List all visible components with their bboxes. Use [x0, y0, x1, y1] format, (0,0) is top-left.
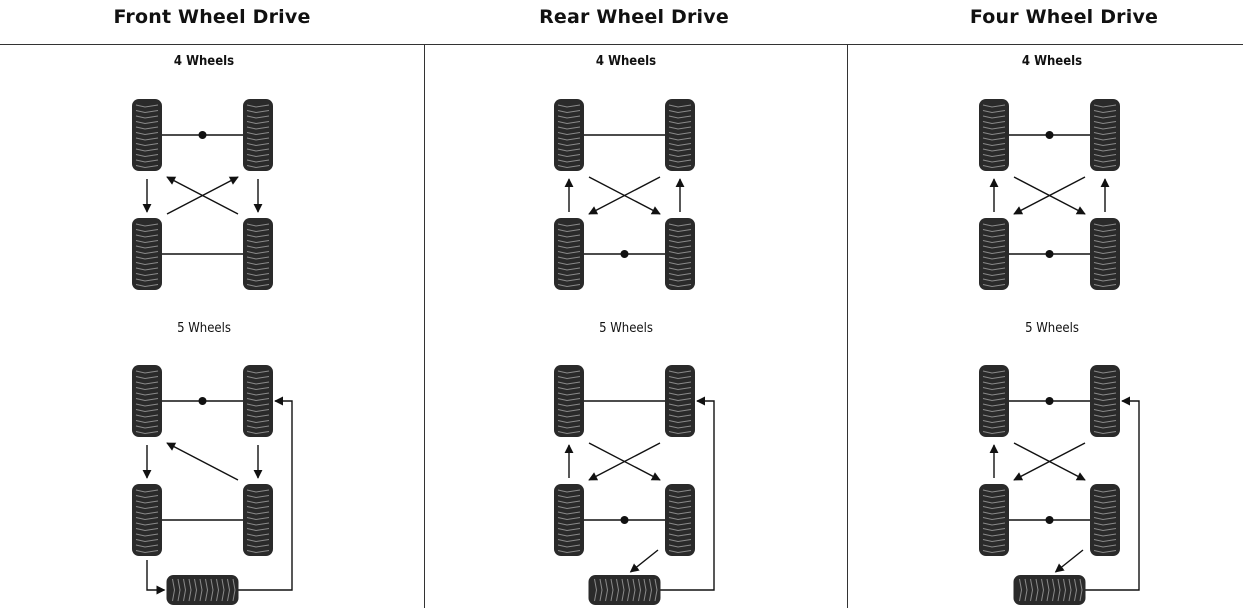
front-5w-to-spare-arrow — [146, 560, 166, 595]
fourwd-4w-front-left-tire — [979, 99, 1009, 171]
front-4w-cross-arrow-to-left — [166, 176, 239, 215]
column-title-four-wheel-drive: Four Wheel Drive — [969, 6, 1159, 28]
fourwd-5w-rear-axle-dot — [1045, 516, 1054, 524]
rear-five-wheels-label: 5 Wheels — [599, 321, 653, 336]
front-4w-rear-left-tire — [132, 218, 162, 290]
column-title-rear-wheel-drive: Rear Wheel Drive — [539, 6, 729, 28]
fourwd-4w-cross-arrow-to-left — [1013, 176, 1086, 215]
fourwd-4w-rear-axle-dot — [1045, 250, 1054, 258]
rear-four-wheels-label: 4 Wheels — [595, 54, 657, 69]
fourwd-5w-front-axle-dot — [1045, 397, 1054, 405]
front-5w-front-right-tire — [243, 365, 273, 437]
front-5w-rear-right-tire — [243, 484, 273, 556]
column-title-front-wheel-drive: Front Wheel Drive — [113, 6, 311, 28]
rear-4w-rear-right-tire — [665, 218, 695, 290]
front-4w-front-right-tire — [243, 99, 273, 171]
front-4w-rear-right-tire — [243, 218, 273, 290]
column-divider-1 — [424, 44, 425, 608]
rear-5w-rear-left-tire — [554, 484, 584, 556]
front-5w-diagonal-arrow — [166, 442, 239, 481]
four-wd-four-wheels-label: 4 Wheels — [1021, 54, 1083, 69]
rear-4w-front-right-tire — [665, 99, 695, 171]
rear-5w-drive-axle-dot — [620, 516, 629, 524]
fourwd-5w-front-right-tire — [1090, 365, 1120, 437]
rear-5w-to-spare-arrow — [629, 549, 659, 573]
rear-4w-front-left-tire — [554, 99, 584, 171]
rear-5w-cross-arrow-to-left — [588, 442, 661, 481]
rear-4w-rear-left-tire — [554, 218, 584, 290]
front-5w-drive-axle-dot — [198, 397, 207, 405]
rear-5w-front-left-tire — [554, 365, 584, 437]
four-wd-five-wheels-label: 5 Wheels — [1025, 321, 1079, 336]
front-five-wheels-label: 5 Wheels — [177, 321, 231, 336]
fourwd-5w-cross-arrow-to-left — [1013, 442, 1086, 481]
fourwd-4w-front-axle-dot — [1045, 131, 1054, 139]
rear-4w-cross-arrow-to-left — [588, 176, 661, 215]
fourwd-5w-rear-right-tire — [1090, 484, 1120, 556]
column-divider-2 — [847, 44, 848, 608]
front-5w-front-left-tire — [132, 365, 162, 437]
front-4w-front-left-tire — [132, 99, 162, 171]
header-rule — [0, 44, 1243, 45]
front-5w-spare-to-front-arrow — [238, 396, 293, 591]
front-5w-rear-left-tire — [132, 484, 162, 556]
rear-5w-spare-to-front-arrow — [660, 396, 715, 591]
fourwd-5w-spare-tire — [1013, 575, 1086, 605]
rear-5w-front-right-tire — [665, 365, 695, 437]
front-5w-spare-tire — [166, 575, 239, 605]
fourwd-4w-rear-left-tire — [979, 218, 1009, 290]
rear-4w-drive-axle-dot — [620, 250, 629, 258]
fourwd-4w-rear-right-tire — [1090, 218, 1120, 290]
fourwd-5w-to-spare-arrow — [1054, 549, 1084, 573]
rear-5w-spare-tire — [588, 575, 661, 605]
fourwd-4w-front-right-tire — [1090, 99, 1120, 171]
header-row: Front Wheel Drive Rear Wheel Drive Four … — [0, 0, 1243, 44]
rear-5w-rear-right-tire — [665, 484, 695, 556]
fourwd-5w-rear-left-tire — [979, 484, 1009, 556]
fourwd-5w-spare-to-front-arrow — [1085, 396, 1140, 591]
front-four-wheels-label: 4 Wheels — [173, 54, 235, 69]
front-4w-drive-axle-dot — [198, 131, 207, 139]
fourwd-5w-front-left-tire — [979, 365, 1009, 437]
